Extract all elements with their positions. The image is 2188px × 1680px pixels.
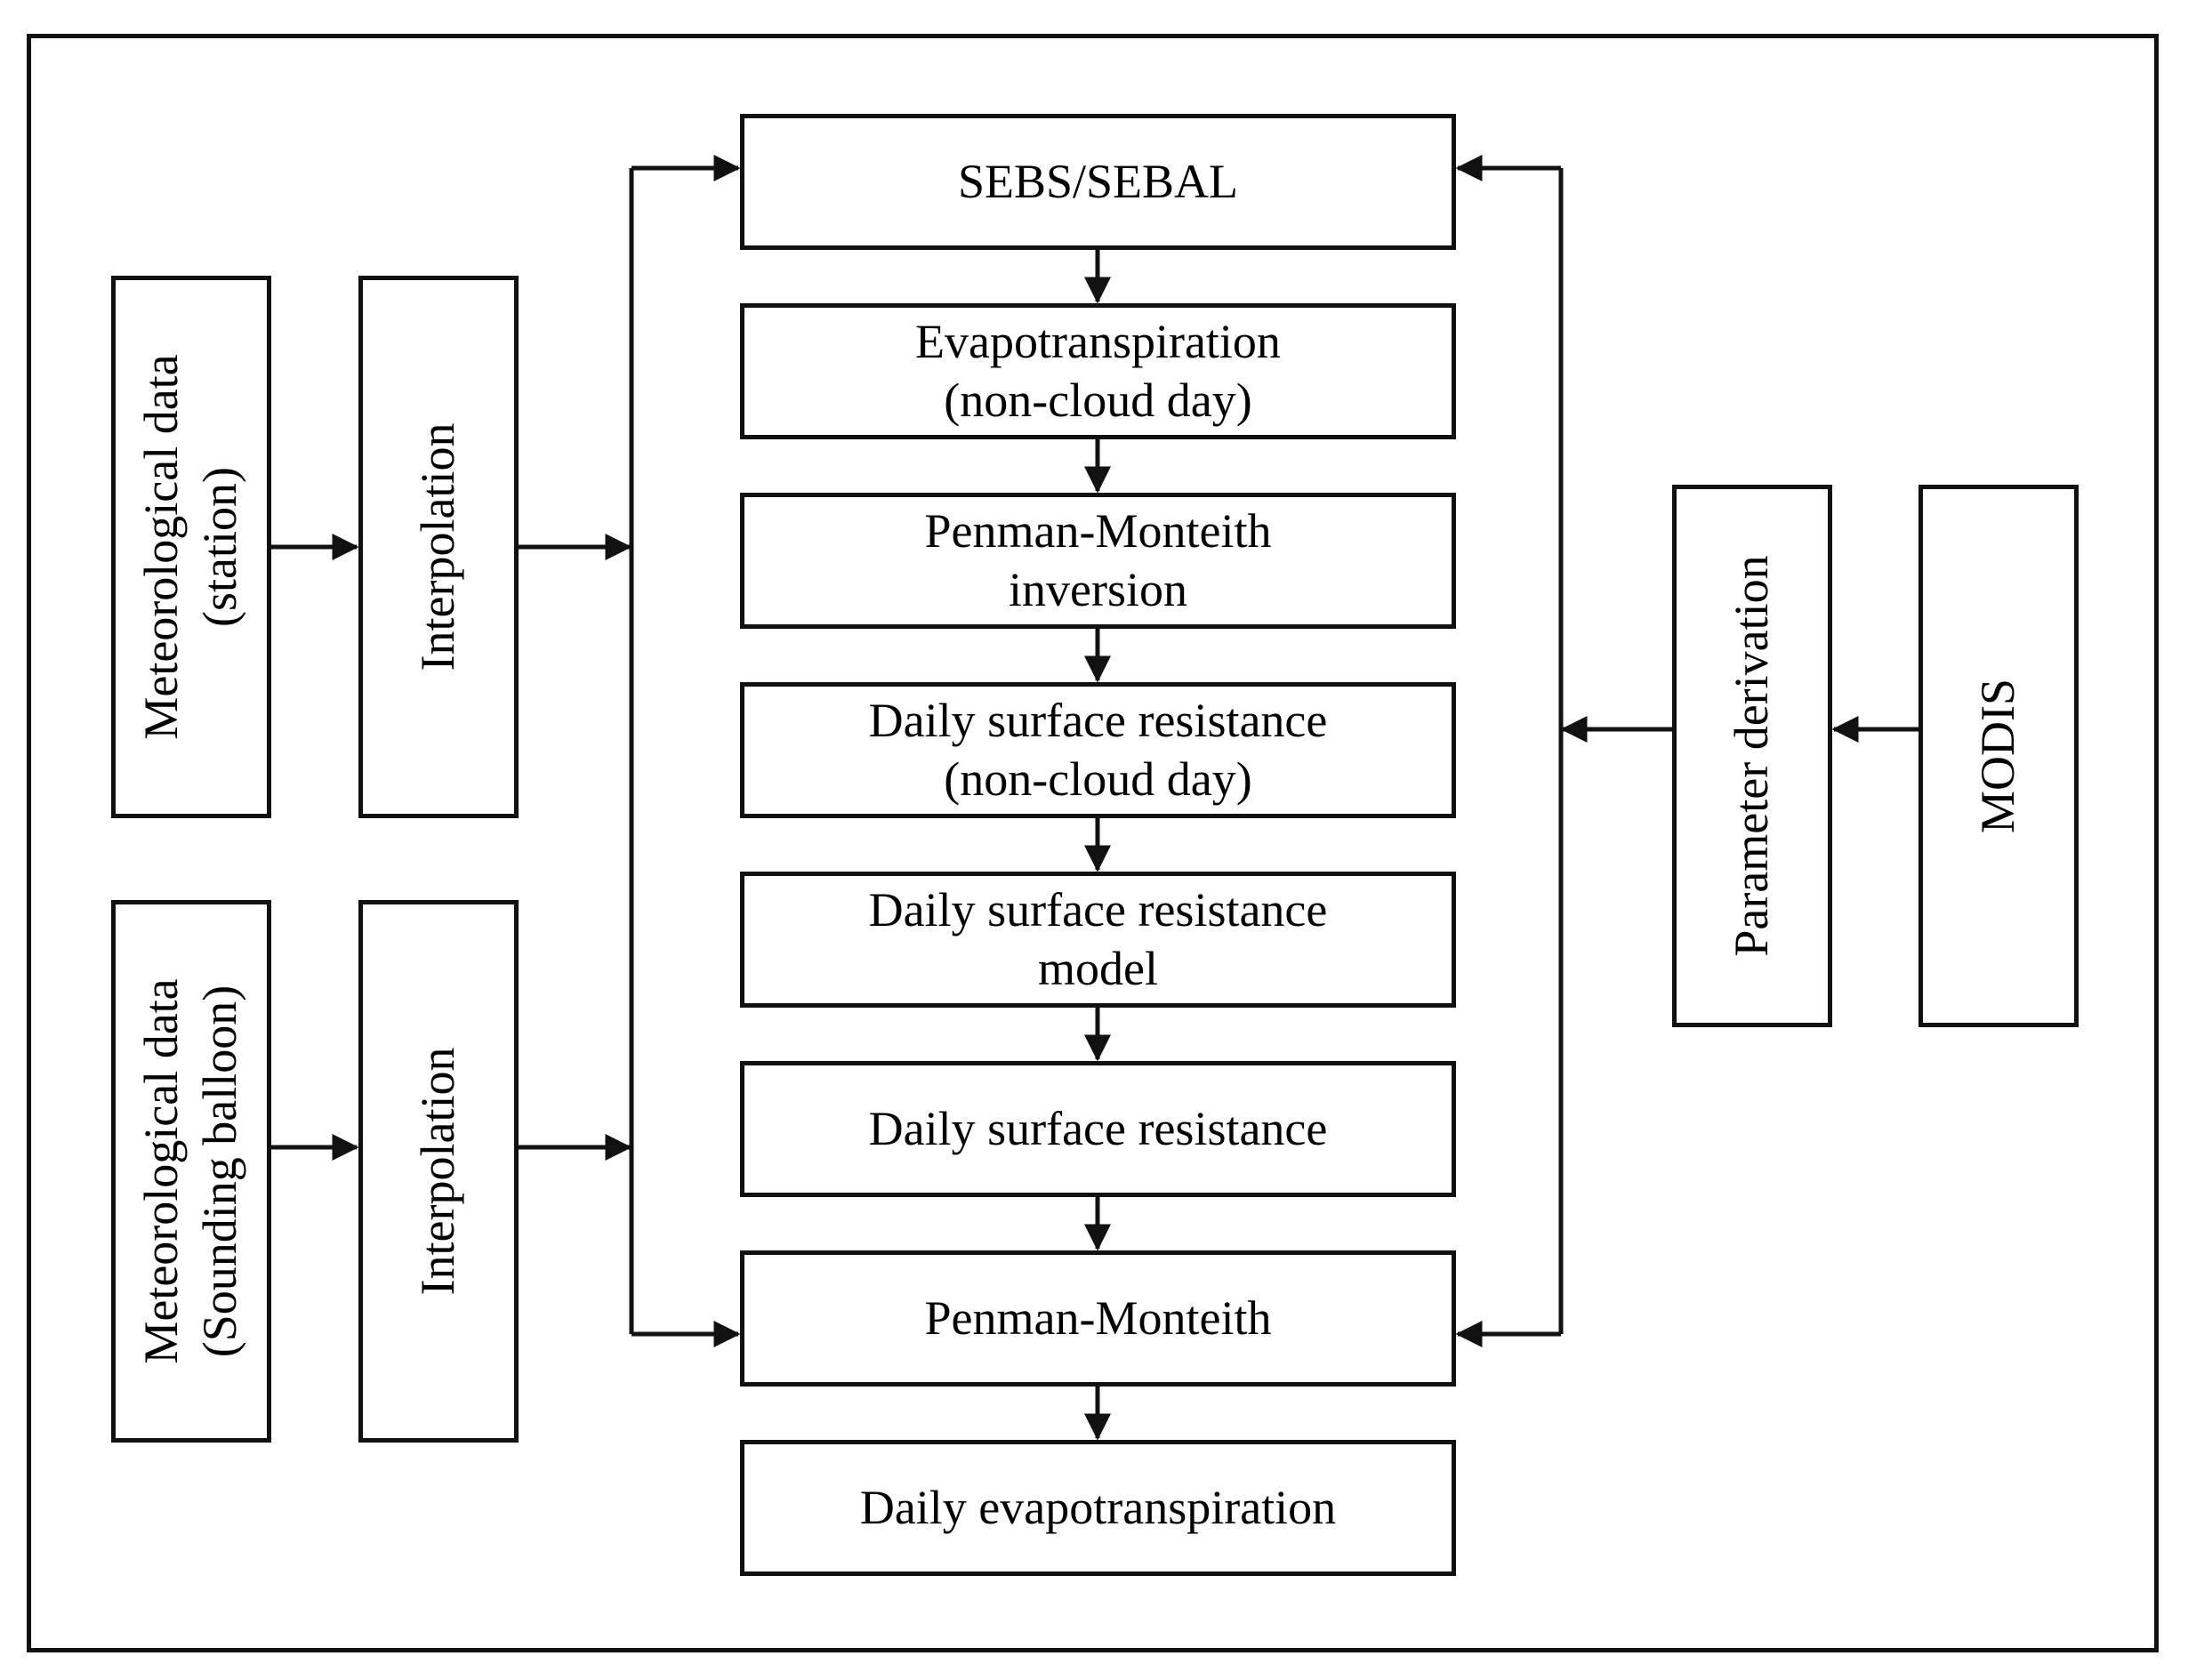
station-data-label: Meteorological data (station): [134, 354, 246, 740]
interpolation-top-box: Interpolation: [358, 276, 519, 818]
rs-noncloud-box: Daily surface resistance (non-cloud day): [740, 682, 1456, 818]
interpolation-bottom-box: Interpolation: [358, 900, 519, 1443]
parameter-derivation-label: Parameter derivation: [1725, 555, 1779, 957]
station-data-box: Meteorological data (station): [111, 276, 271, 818]
balloon-data-box: Meteorological data (Sounding balloon): [111, 900, 271, 1443]
modis-box: MODIS: [1919, 485, 2079, 1027]
rs-daily-box: Daily surface resistance: [740, 1061, 1456, 1197]
diagram-frame: [27, 34, 2159, 1652]
sebs-sebal-box: SEBS/SEBAL: [740, 114, 1456, 250]
et-noncloud-box: Evapotranspiration (non-cloud day): [740, 303, 1456, 439]
modis-label: MODIS: [1971, 678, 2025, 834]
interpolation-top-label: Interpolation: [411, 422, 465, 671]
penman-monteith-box: Penman-Monteith: [740, 1250, 1456, 1387]
pm-inversion-box: Penman-Monteith inversion: [740, 493, 1456, 629]
parameter-derivation-box: Parameter derivation: [1672, 485, 1832, 1027]
balloon-data-label: Meteorological data (Sounding balloon): [134, 978, 246, 1364]
rs-model-box: Daily surface resistance model: [740, 872, 1456, 1008]
interpolation-bottom-label: Interpolation: [411, 1047, 465, 1296]
daily-et-box: Daily evapotranspiration: [740, 1440, 1456, 1576]
